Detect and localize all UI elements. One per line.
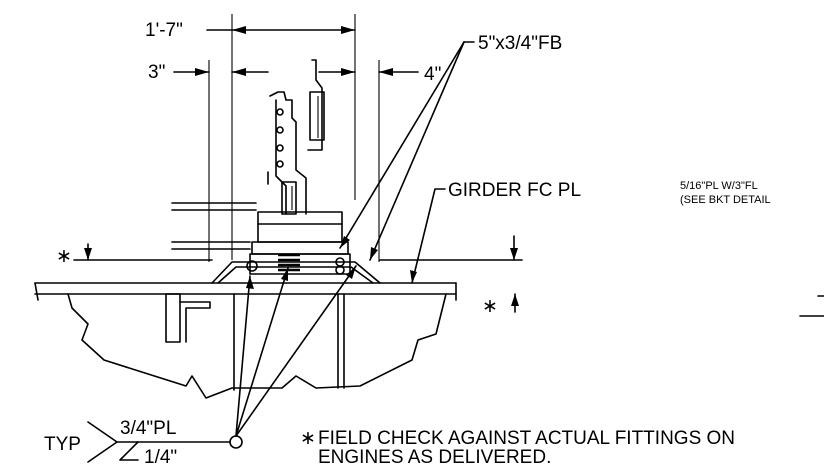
- note-line1: FIELD CHECK AGAINST ACTUAL FITTINGS ON: [318, 428, 735, 449]
- dimension-right: 4": [318, 64, 441, 85]
- note-asterisk: ∗: [300, 428, 316, 449]
- weld-all-around-icon: [229, 435, 243, 449]
- dimension-left-label: 3": [148, 62, 165, 83]
- weld-typ-label: TYP: [44, 434, 81, 455]
- plate-label: 3/4"PL: [120, 418, 176, 439]
- clearance-dim-lower: ∗: [482, 293, 519, 317]
- asterisk-lower: ∗: [482, 296, 498, 317]
- clearance-dim-upper: ∗: [56, 235, 518, 267]
- weld-symbol: TYP 1/4": [44, 421, 231, 468]
- foundation-seating: [73, 259, 523, 284]
- bracket-note: 5/16"PL W/3"FL (SEE BKT DETAIL: [680, 180, 824, 317]
- asterisk-upper: ∗: [56, 246, 72, 267]
- isolator-spring: [278, 253, 300, 272]
- girder-face-plate: [34, 282, 457, 399]
- dimension-overall: 1'-7": [145, 20, 356, 41]
- bracket-note-line2: (SEE BKT DETAIL: [680, 194, 771, 206]
- engine-outline: [171, 59, 351, 275]
- dimension-extension-lines: [208, 14, 380, 262]
- plate-callout: 3/4"PL: [120, 265, 357, 449]
- girder-label: GIRDER FC PL: [448, 180, 581, 201]
- note-line2: ENGINES AS DELIVERED.: [318, 447, 551, 468]
- flat-bar-label: 5"x3/4"FB: [478, 33, 562, 54]
- girder-callout: GIRDER FC PL: [410, 180, 581, 284]
- dimension-left: 3": [148, 62, 269, 83]
- flat-bar-callout: 5"x3/4"FB: [339, 33, 562, 261]
- dimension-right-label: 4": [424, 64, 441, 85]
- bracket-note-line1: 5/16"PL W/3"FL: [680, 180, 758, 192]
- dimension-overall-label: 1'-7": [145, 20, 183, 41]
- weld-size-label: 1/4": [144, 447, 177, 468]
- field-check-note: ∗ FIELD CHECK AGAINST ACTUAL FITTINGS ON…: [300, 428, 735, 468]
